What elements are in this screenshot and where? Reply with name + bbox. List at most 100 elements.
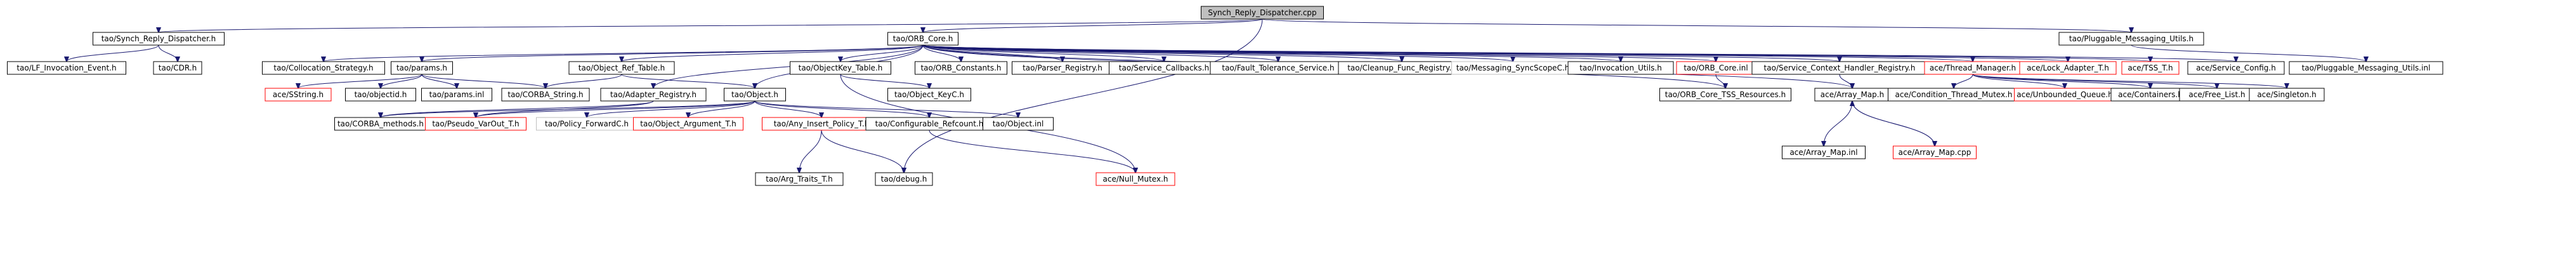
graph-node[interactable]: tao/Cleanup_Func_Registry.h — [1338, 61, 1466, 75]
node-label: tao/Collocation_Strategy.h — [273, 64, 373, 72]
graph-node[interactable]: tao/Invocation_Utils.h — [1567, 61, 1674, 75]
node-label: ace/TSS_T.h — [2128, 64, 2173, 72]
node-label: ace/SString.h — [273, 90, 324, 99]
graph-node[interactable]: tao/Arg_Traits_T.h — [755, 172, 844, 186]
node-label: tao/Synch_Reply_Dispatcher.h — [101, 34, 216, 43]
graph-node[interactable]: tao/Object_Ref_Table.h — [568, 61, 675, 75]
graph-node[interactable]: tao/Pluggable_Messaging_Utils.inl — [2289, 61, 2443, 75]
graph-node[interactable]: ace/Singleton.h — [2249, 88, 2325, 102]
graph-node[interactable]: tao/LF_Invocation_Event.h — [7, 61, 126, 75]
node-box — [790, 61, 891, 75]
graph-node[interactable]: tao/CORBA_methods.h — [334, 117, 427, 131]
graph-node[interactable]: tao/objectid.h — [345, 88, 416, 102]
graph-node[interactable]: ace/Condition_Thread_Mutex.h — [1888, 88, 2020, 102]
node-label: tao/CDR.h — [159, 64, 197, 72]
node-box — [724, 88, 786, 102]
graph-node[interactable]: tao/Object.inl — [983, 117, 1054, 131]
nodes: Synch_Reply_Dispatcher.cpp tao/Synch_Repl… — [7, 6, 2443, 186]
node-label: ace/Singleton.h — [2257, 90, 2316, 99]
graph-node[interactable]: tao/Object_Argument_T.h — [633, 117, 743, 131]
node-label: tao/Messaging_SyncScopeC.h — [1456, 64, 1570, 72]
graph-node[interactable]: ace/Null_Mutex.h — [1095, 172, 1175, 186]
node-box — [262, 61, 385, 75]
graph-node[interactable]: tao/CORBA_String.h — [501, 88, 590, 102]
graph-node[interactable]: ace/TSS_T.h — [2121, 61, 2180, 75]
node-label: ace/Array_Map.inl — [1789, 148, 1857, 157]
graph-edge — [381, 100, 755, 117]
graph-node[interactable]: tao/Service_Callbacks.h — [1109, 61, 1219, 75]
graph-node[interactable]: tao/Pseudo_VarOut_T.h — [425, 117, 526, 131]
graph-node[interactable]: tao/Collocation_Strategy.h — [262, 61, 385, 75]
graph-node[interactable]: tao/Object.h — [724, 88, 786, 102]
graph-node[interactable]: tao/Fault_Tolerance_Service.h — [1210, 61, 1347, 75]
graph-node[interactable]: tao/ORB_Constants.h — [915, 61, 1007, 75]
graph-node[interactable]: tao/Synch_Reply_Dispatcher.h — [93, 32, 225, 46]
graph-node[interactable]: ace/Free_List.h — [2179, 88, 2255, 102]
graph-node: Synch_Reply_Dispatcher.cpp — [1201, 6, 1324, 20]
graph-node[interactable]: tao/params.h — [391, 61, 453, 75]
graph-node[interactable]: tao/Parser_Registry.h — [1012, 61, 1113, 75]
graph-edge — [1852, 101, 1935, 147]
graph-edge — [298, 74, 422, 88]
node-box — [887, 88, 971, 102]
graph-edge — [1824, 100, 1853, 146]
graph-edge — [799, 130, 822, 173]
graph-edge — [622, 44, 924, 62]
graph-node[interactable]: tao/Policy_ForwardC.h — [536, 117, 637, 131]
graph-node[interactable]: tao/CDR.h — [153, 61, 202, 75]
node-box — [425, 117, 526, 131]
graph-node[interactable]: tao/Adapter_Registry.h — [600, 88, 707, 102]
node-box — [2121, 61, 2180, 75]
graph-edge — [2131, 44, 2366, 62]
graph-node[interactable]: tao/ORB_Core.inl — [1676, 61, 1756, 75]
node-box — [600, 88, 707, 102]
node-box — [2289, 61, 2443, 75]
graph-node[interactable]: tao/ORB_Core.h — [887, 32, 958, 46]
graph-node[interactable]: ace/Unbounded_Queue.h — [2014, 88, 2115, 102]
graph-edge — [421, 74, 546, 88]
graph-edge — [922, 44, 1402, 62]
node-box — [915, 61, 1007, 75]
node-label: ace/Unbounded_Queue.h — [2017, 90, 2112, 99]
node-box — [391, 61, 453, 75]
graph-edge — [1972, 74, 2065, 88]
graph-edge — [421, 74, 457, 88]
node-label: Synch_Reply_Dispatcher.cpp — [1208, 8, 1316, 17]
graph-node[interactable]: tao/debug.h — [875, 172, 933, 186]
node-label: ace/Condition_Thread_Mutex.h — [1895, 90, 2013, 99]
graph-edge — [688, 100, 755, 117]
node-label: tao/LF_Invocation_Event.h — [16, 64, 116, 72]
graph-node[interactable]: tao/Any_Insert_Policy_T.h — [762, 117, 881, 131]
node-box — [153, 61, 202, 75]
graph-edge — [1954, 74, 1973, 88]
node-box — [983, 117, 1054, 131]
graph-edge — [754, 100, 929, 117]
graph-node[interactable]: tao/Pluggable_Messaging_Utils.h — [2058, 32, 2204, 46]
graph-node[interactable]: ace/Array_Map.h — [1814, 88, 1890, 102]
graph-node[interactable]: ace/Lock_Adapter_T.h — [2019, 61, 2117, 75]
node-label: tao/ORB_Core.inl — [1684, 64, 1748, 72]
node-label: tao/Service_Context_Handler_Registry.h — [1764, 64, 1916, 72]
graph-node[interactable]: tao/Configurable_Refcount.h — [865, 117, 993, 131]
graph-node[interactable]: ace/SString.h — [265, 88, 332, 102]
graph-node[interactable]: tao/Messaging_SyncScopeC.h — [1451, 61, 1574, 75]
node-box — [1782, 145, 1866, 159]
graph-node[interactable]: tao/Service_Context_Handler_Registry.h — [1751, 61, 1928, 75]
graph-node[interactable]: ace/Service_Config.h — [2187, 61, 2285, 75]
graph-node[interactable]: tao/params.inl — [421, 88, 492, 102]
node-label: tao/Object_Argument_T.h — [640, 119, 736, 128]
graph-node[interactable]: ace/Containers.h — [2110, 88, 2190, 102]
graph-node[interactable]: tao/Object_KeyC.h — [887, 88, 971, 102]
graph-node[interactable]: tao/ObjectKey_Table.h — [790, 61, 891, 75]
node-label: tao/Object_KeyC.h — [894, 90, 964, 99]
graph-node[interactable]: ace/Array_Map.inl — [1782, 145, 1866, 159]
node-label: tao/Object_Ref_Table.h — [579, 64, 665, 72]
graph-node[interactable]: ace/Thread_Manager.h — [1924, 61, 2022, 75]
node-box — [265, 88, 332, 102]
node-label: tao/ORB_Core_TSS_Resources.h — [1665, 90, 1786, 99]
node-box — [2187, 61, 2285, 75]
node-box — [501, 88, 590, 102]
graph-node[interactable]: tao/ORB_Core_TSS_Resources.h — [1659, 88, 1791, 102]
node-label: tao/ORB_Core.h — [893, 34, 953, 43]
graph-node[interactable]: ace/Array_Map.cpp — [1893, 145, 1977, 159]
